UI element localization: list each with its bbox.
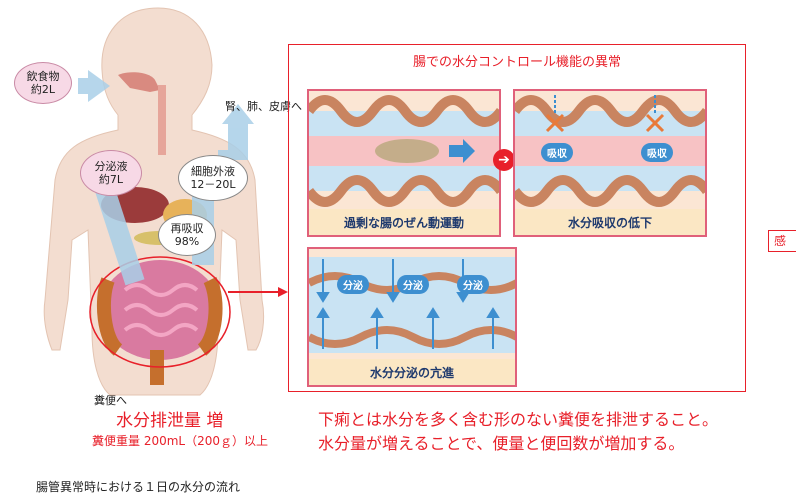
blocked-cross-icon bbox=[545, 113, 565, 133]
secretion-badge: 分泌 bbox=[397, 275, 429, 294]
side-tab: 感 bbox=[768, 230, 796, 252]
peristalsis-illustration bbox=[309, 95, 499, 207]
extracellular-bubble: 細胞外液 12－20L bbox=[178, 155, 248, 201]
body-illustration bbox=[43, 7, 265, 396]
intake-arrow bbox=[78, 70, 110, 102]
secretion-badge: 分泌 bbox=[337, 275, 369, 294]
output-detail: 糞便重量 200mL（200ｇ）以上 bbox=[92, 434, 268, 448]
panel-peristalsis: 過剰な腸のぜん動運動 bbox=[307, 89, 501, 237]
panel-secretion: 分泌 分泌 分泌 水分分泌の亢進 bbox=[307, 247, 517, 387]
secretion-bubble: 分泌液 約7L bbox=[80, 150, 142, 196]
absorption-badge: 吸収 bbox=[541, 143, 573, 162]
excretion-label: 腎、肺、皮膚へ bbox=[225, 100, 302, 113]
inset-title: 腸での水分コントロール機能の異常 bbox=[412, 55, 621, 70]
secretion-arrows bbox=[316, 259, 500, 349]
panel-label-peristalsis: 過剰な腸のぜん動運動 bbox=[309, 209, 499, 235]
secretion-illustration bbox=[309, 257, 515, 353]
absorption-badge: 吸収 bbox=[641, 143, 673, 162]
description-line-1: 下痢とは水分を多く含む形のない糞便を排泄すること。 bbox=[318, 410, 719, 429]
intake-bubble: 飲食物 約2L bbox=[14, 62, 72, 104]
next-arrow-icon: ➔ bbox=[493, 149, 515, 171]
inset-frame: 腸での水分コントロール機能の異常 過剰な腸のぜん動運動 ➔ 吸収 吸収 水分吸収… bbox=[288, 44, 746, 392]
connector-arrow bbox=[228, 287, 288, 297]
panel-label-secretion: 水分分泌の亢進 bbox=[309, 359, 515, 385]
reabsorption-bubble: 再吸収 98% bbox=[158, 214, 216, 256]
secretion-arrow bbox=[91, 174, 145, 286]
stool-mass bbox=[375, 139, 439, 163]
intestine-highlight-ring bbox=[89, 256, 231, 368]
secretion-badge: 分泌 bbox=[457, 275, 489, 294]
panel-label-absorption: 水分吸収の低下 bbox=[515, 209, 705, 235]
excretion-arrow bbox=[218, 104, 254, 160]
blocked-cross-icon bbox=[645, 113, 665, 133]
motion-arrow bbox=[449, 139, 475, 163]
description-line-2: 水分量が増えることで、便量と便回数が増加する。 bbox=[318, 434, 685, 453]
output-headline: 水分排泄量 増 bbox=[116, 411, 224, 431]
feces-label: 糞便へ bbox=[94, 394, 127, 407]
panel-absorption: 吸収 吸収 水分吸収の低下 bbox=[513, 89, 707, 237]
mouth-throat bbox=[118, 72, 166, 155]
figure-caption: 腸管異常時における１日の水分の流れ bbox=[36, 480, 241, 494]
intestine-organ bbox=[96, 260, 223, 385]
